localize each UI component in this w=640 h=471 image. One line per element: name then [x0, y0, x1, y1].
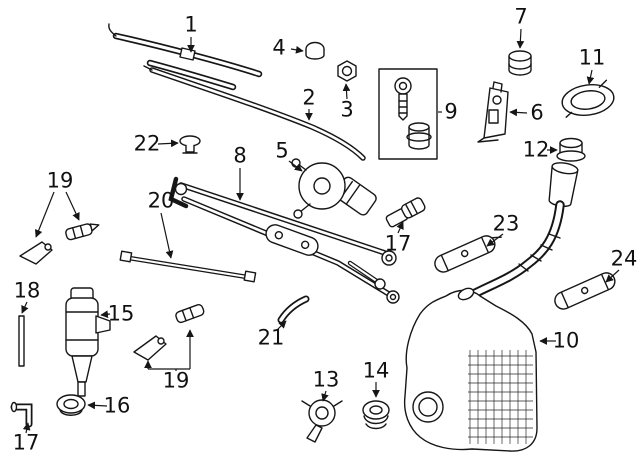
- callout-13: 13: [312, 367, 340, 392]
- wiper-motor-part-5: [291, 158, 377, 219]
- callout-19-b: 19: [162, 368, 190, 393]
- level-sensor-part-13: [301, 399, 343, 443]
- hose-part-20: [119, 250, 257, 283]
- callout-17-b: 17: [12, 430, 40, 455]
- callout-2: 2: [302, 85, 316, 110]
- callout-20: 20: [147, 188, 175, 213]
- callout-14: 14: [362, 358, 390, 383]
- callout-18: 18: [13, 278, 41, 303]
- callout-24: 24: [610, 246, 638, 271]
- callout-8: 8: [233, 143, 247, 168]
- washer-pump-part-15: [65, 287, 111, 397]
- reservoir-part-10: [403, 162, 579, 452]
- grommet-part-14: [362, 400, 390, 430]
- cap-part-7: [508, 50, 532, 76]
- nozzle-part-19b: [133, 335, 167, 361]
- cap-part-4: [305, 41, 325, 60]
- wiper-blade-2-part: [143, 65, 366, 161]
- callout-9: 9: [444, 99, 458, 124]
- callout-1: 1: [184, 12, 198, 37]
- callout-17-a: 17: [384, 231, 412, 256]
- linkage-frame-part-8: [168, 176, 400, 304]
- elbow-part-17b: [10, 401, 33, 428]
- callout-22: 22: [133, 131, 161, 156]
- callout-19-a: 19: [46, 168, 74, 193]
- nozzle-part-19a: [19, 241, 53, 265]
- callout-23: 23: [492, 211, 520, 236]
- connector-part-19b: [175, 304, 205, 324]
- callout-7: 7: [514, 4, 528, 29]
- leader-lines: [21, 28, 620, 434]
- cap-part-12: [556, 137, 586, 162]
- callout-10: 10: [552, 328, 580, 353]
- callout-6: 6: [530, 100, 544, 125]
- nut-part-3: [337, 60, 357, 82]
- grommet-part-16: [56, 394, 86, 416]
- bracket-part-6: [477, 81, 509, 143]
- connector-part-19a: [65, 223, 100, 241]
- callout-15: 15: [107, 301, 135, 326]
- callout-11: 11: [578, 45, 606, 70]
- wiper-blade-1-part: [108, 23, 263, 91]
- callout-21: 21: [257, 325, 285, 350]
- callout-5: 5: [275, 138, 289, 163]
- callout-16: 16: [103, 393, 131, 418]
- washer-nozzle-part-24: [554, 272, 616, 310]
- cover-part-11: [561, 79, 615, 118]
- connector-part-17a: [385, 197, 426, 228]
- tube-part-18: [18, 315, 25, 367]
- washer-nozzle-part-23: [434, 235, 502, 273]
- pivot-hardware-part-9: [378, 68, 438, 160]
- callout-3: 3: [340, 97, 354, 122]
- callout-12: 12: [522, 137, 550, 162]
- hose-part-21: [277, 295, 310, 324]
- callout-4: 4: [272, 35, 286, 60]
- grommet-part-22: [179, 135, 201, 154]
